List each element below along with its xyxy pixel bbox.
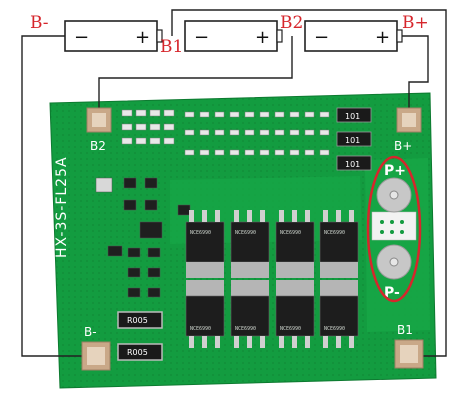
cell-1-minus-sign: − [74, 27, 89, 48]
svg-text:NCE6990: NCE6990 [190, 230, 211, 236]
svg-text:NCE6990: NCE6990 [280, 230, 301, 236]
label-b2: B2 [280, 13, 303, 33]
label-b-minus: B- [30, 13, 49, 33]
label-b-plus: B+ [402, 13, 429, 33]
wire-b-minus [21, 35, 83, 357]
mosfet-row-top: NCE6990 NCE6990 NCE6990 NCE6990 [185, 210, 359, 278]
control-components [95, 177, 191, 298]
cell-2-minus-sign: − [194, 27, 209, 48]
highlight-ellipse [366, 155, 422, 303]
pad-b-minus: B- [81, 325, 111, 371]
pad-b2: B2 [86, 107, 112, 153]
pad-b1-label: B1 [397, 323, 413, 337]
svg-text:R005: R005 [127, 316, 148, 325]
cell-1-plus-sign: + [135, 27, 150, 48]
mosfet-row-bottom: NCE6990 NCE6990 NCE6990 NCE6990 [185, 280, 359, 348]
svg-text:101: 101 [345, 136, 360, 145]
svg-text:R005: R005 [127, 348, 148, 357]
svg-text:NCE6990: NCE6990 [190, 326, 211, 332]
output-terminals: P+ P- [366, 155, 422, 303]
label-p-minus: P- [384, 285, 400, 301]
pad-b-minus-label: B- [84, 325, 97, 339]
svg-text:NCE6990: NCE6990 [235, 230, 256, 236]
pad-b2-label: B2 [90, 139, 106, 153]
balance-resistor-1: 101 [336, 107, 372, 123]
svg-text:NCE6990: NCE6990 [324, 326, 345, 332]
battery-cell-2: − + [184, 20, 283, 52]
cell-3-plus-sign: + [375, 27, 390, 48]
svg-text:NCE6990: NCE6990 [324, 230, 345, 236]
balance-resistor-2: 101 [336, 131, 372, 147]
pad-b-plus-label: B+ [394, 139, 412, 153]
pad-b-plus: B+ [394, 107, 422, 153]
smd-resistor-array [121, 109, 330, 156]
wires [21, 9, 447, 357]
pcb-model-label: HX-3S-FL25A [54, 156, 70, 258]
label-b1: B1 [160, 37, 183, 57]
battery-cell-1: − + [64, 20, 163, 52]
wire-b2 [98, 36, 293, 112]
svg-text:NCE6990: NCE6990 [235, 326, 256, 332]
cell-3-minus-sign: − [314, 27, 329, 48]
cell-2-plus-sign: + [255, 27, 270, 48]
shunt-resistor-bottom: R005 [117, 343, 163, 361]
label-p-plus: P+ [384, 163, 406, 179]
pad-b1: B1 [394, 323, 424, 369]
battery-cell-3: − + [304, 20, 403, 52]
wire-b-plus [400, 35, 429, 112]
svg-text:NCE6990: NCE6990 [280, 326, 301, 332]
wire-b1 [171, 9, 447, 357]
balance-resistor-3: 101 [336, 155, 372, 171]
svg-text:101: 101 [345, 112, 360, 121]
shunt-resistor-top: R005 [117, 311, 163, 329]
svg-text:101: 101 [345, 160, 360, 169]
